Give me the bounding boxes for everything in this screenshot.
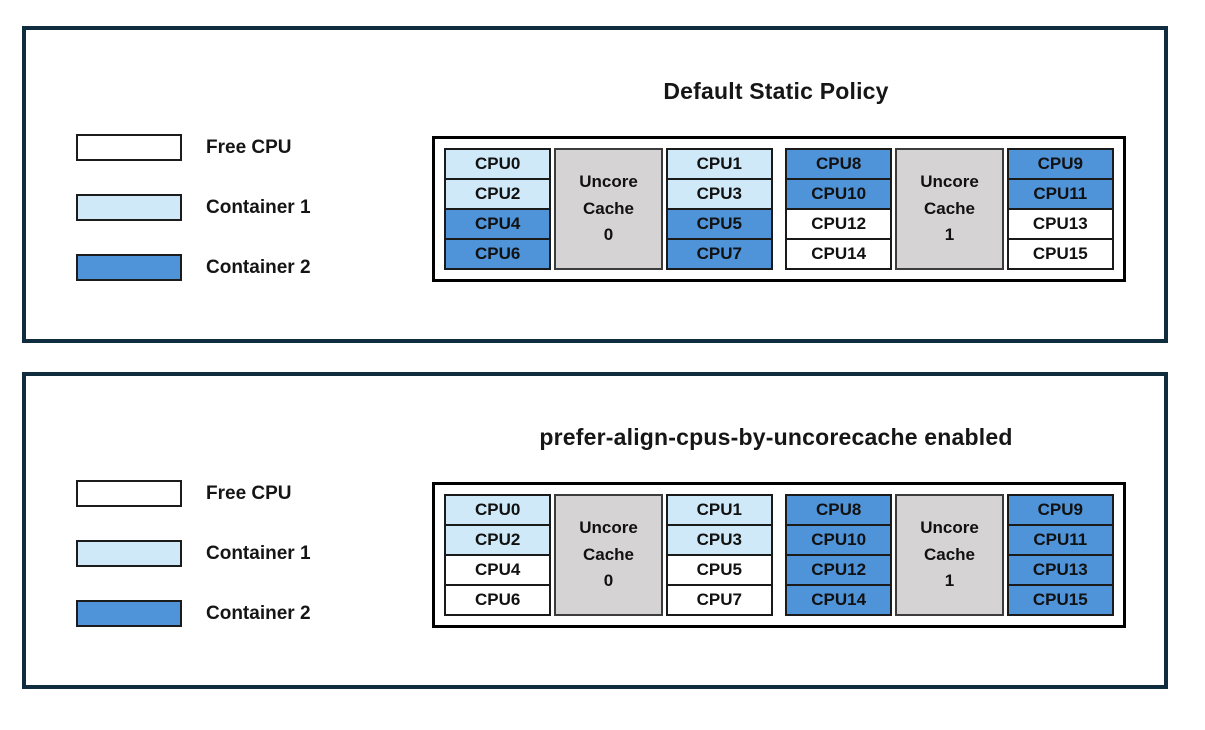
uncore-line: Uncore [920,518,979,538]
cpu-cell: CPU4 [444,554,552,586]
cpu-cell: CPU8 [785,148,893,180]
cpu-cell: CPU2 [444,178,552,210]
cpu-column-left: CPU0 CPU2 CPU4 CPU6 [444,494,552,616]
cpu-column-right: CPU9 CPU11 CPU13 CPU15 [1006,148,1114,270]
legend-item-container-2: Container 2 [76,252,416,283]
cpu-cell: CPU9 [1006,494,1114,526]
cpu-cell: CPU12 [785,208,893,240]
panel-title: Default Static Policy [663,78,889,104]
legend-label: Container 2 [206,256,311,278]
cpu-cell: CPU15 [1006,238,1114,270]
cpu-cell: CPU8 [785,494,893,526]
cpu-cell: CPU4 [444,208,552,240]
cpu-cell: CPU10 [785,524,893,556]
uncore-cache-1-group: CPU8 CPU10 CPU12 CPU14 Uncore Cache 1 CP… [785,494,1114,616]
cpu-cell: CPU14 [785,584,893,616]
cpu-cell: CPU3 [665,524,773,556]
cpu-cell: CPU14 [785,238,893,270]
cpu-cell: CPU11 [1006,524,1114,556]
cpu-cell: CPU6 [444,584,552,616]
uncore-line: 0 [603,571,614,591]
cpu-cell: CPU13 [1006,208,1114,240]
legend-item-free-cpu: Free CPU [76,132,416,163]
legend-item-free-cpu: Free CPU [76,478,416,509]
uncore-cache-1-group: CPU8 CPU10 CPU12 CPU14 Uncore Cache 1 CP… [785,148,1114,270]
legend-item-container-1: Container 1 [76,192,416,223]
uncore-cache-0-box: Uncore Cache 0 [554,148,663,270]
container-1-swatch [76,540,182,567]
uncore-line: Uncore [579,172,638,192]
cpu-cell: CPU9 [1006,148,1114,180]
cpu-cell: CPU0 [444,148,552,180]
uncore-cache-0-group: CPU0 CPU2 CPU4 CPU6 Uncore Cache 0 CPU1 … [444,494,773,616]
cpu-column-right: CPU1 CPU3 CPU5 CPU7 [665,148,773,270]
cpu-column-left: CPU8 CPU10 CPU12 CPU14 [785,148,893,270]
panel-default-static-policy: Default Static Policy Free CPU Container… [22,26,1168,343]
cpu-cell: CPU12 [785,554,893,586]
container-2-swatch [76,254,182,281]
cpu-cell: CPU5 [665,554,773,586]
cpu-cell: CPU3 [665,178,773,210]
uncore-line: 1 [944,571,955,591]
uncore-line: Cache [923,198,976,218]
legend-item-container-2: Container 2 [76,598,416,629]
cpu-cell: CPU11 [1006,178,1114,210]
cpu-column-right: CPU1 CPU3 CPU5 CPU7 [665,494,773,616]
panel-prefer-align-cpus-by-uncorecache: prefer-align-cpus-by-uncorecache enabled… [22,372,1168,689]
cpu-column-right: CPU9 CPU11 CPU13 CPU15 [1006,494,1114,616]
legend-label: Free CPU [206,482,292,504]
cpu-cell: CPU0 [444,494,552,526]
cpu-cell: CPU10 [785,178,893,210]
legend-item-container-1: Container 1 [76,538,416,569]
cpu-cell: CPU1 [665,494,773,526]
legend-label: Container 1 [206,542,311,564]
uncore-cache-1-box: Uncore Cache 1 [895,494,1004,616]
cpu-cell: CPU7 [665,584,773,616]
uncore-line: 1 [944,225,955,245]
uncore-line: Cache [582,198,635,218]
cpu-topology-diagram: CPU0 CPU2 CPU4 CPU6 Uncore Cache 0 CPU1 … [432,482,1126,628]
cpu-cell: CPU7 [665,238,773,270]
cpu-column-left: CPU0 CPU2 CPU4 CPU6 [444,148,552,270]
legend: Free CPU Container 1 Container 2 [76,478,416,658]
uncore-cache-1-box: Uncore Cache 1 [895,148,1004,270]
cpu-cell: CPU6 [444,238,552,270]
cpu-cell: CPU1 [665,148,773,180]
container-2-swatch [76,600,182,627]
cpu-cell: CPU5 [665,208,773,240]
cpu-cell: CPU13 [1006,554,1114,586]
cpu-cell: CPU2 [444,524,552,556]
legend-label: Container 1 [206,196,311,218]
legend-label: Free CPU [206,136,292,158]
free-cpu-swatch [76,134,182,161]
legend-label: Container 2 [206,602,311,624]
container-1-swatch [76,194,182,221]
uncore-line: Cache [582,544,635,564]
uncore-line: Uncore [579,518,638,538]
cpu-cell: CPU15 [1006,584,1114,616]
uncore-cache-0-box: Uncore Cache 0 [554,494,663,616]
uncore-line: Cache [923,544,976,564]
free-cpu-swatch [76,480,182,507]
cpu-topology-diagram: CPU0 CPU2 CPU4 CPU6 Uncore Cache 0 CPU1 … [432,136,1126,282]
uncore-line: Uncore [920,172,979,192]
cpu-column-left: CPU8 CPU10 CPU12 CPU14 [785,494,893,616]
uncore-line: 0 [603,225,614,245]
uncore-cache-0-group: CPU0 CPU2 CPU4 CPU6 Uncore Cache 0 CPU1 … [444,148,773,270]
legend: Free CPU Container 1 Container 2 [76,132,416,312]
panel-title: prefer-align-cpus-by-uncorecache enabled [539,424,1013,450]
